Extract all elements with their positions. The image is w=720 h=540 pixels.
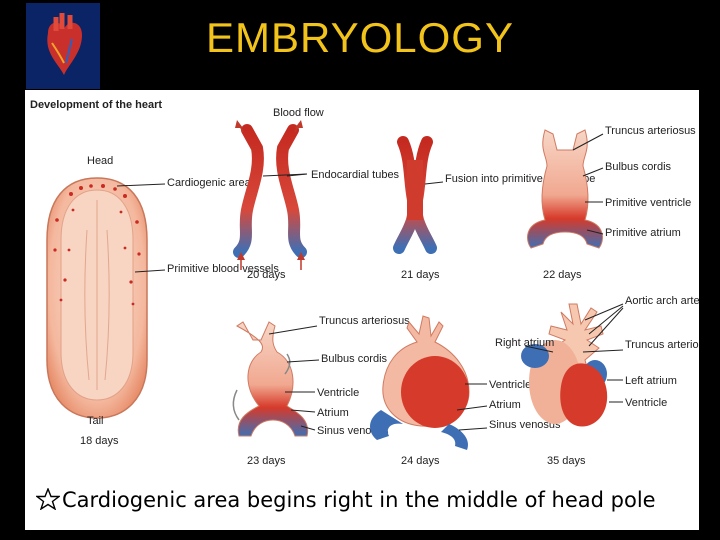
day-24-label: 24 days [401,455,440,467]
left-atrium-label: Left atrium [625,375,677,387]
day-18-label: 18 days [80,435,119,447]
day-22-heart-shape [527,129,603,249]
day-35-heart-shape [521,303,608,427]
figure-heading: Development of the heart [30,99,162,111]
endocardial-tubes-shape [233,120,307,270]
ventricle-label-23: Ventricle [317,387,359,399]
truncus-label-23: Truncus arteriosus [319,315,410,327]
day-23-heart-shape [232,321,309,437]
bulbus-label-22: Bulbus cordis [605,161,672,173]
endocardial-tubes-label: Endocardial tubes [311,169,400,181]
day-23-label: 23 days [247,455,286,467]
heart-development-figure: Development of the heart Head Cardiogeni… [25,90,718,530]
atrium-label-23: Atrium [317,407,349,419]
star-icon [34,487,62,512]
primitive-ventricle-label: Primitive ventricle [605,197,691,209]
tail-label: Tail [87,415,104,427]
day-21-label: 21 days [401,269,440,281]
head-label: Head [87,155,113,167]
cardiogenic-area-label: Cardiogenic area [167,177,252,189]
day-20-label: 20 days [247,269,286,281]
primitive-atrium-label: Primitive atrium [605,227,681,239]
heart-icon [26,3,100,89]
truncus-label-22: Truncus arteriosus [605,125,696,137]
ventricle-label-35: Ventricle [625,397,667,409]
primitive-blood-vessels-label: Primitive blood vessels [167,263,279,275]
sinus-venosus-label-24: Sinus venosus [489,419,561,431]
aortic-arch-label: Aortic arch arteries [625,295,699,307]
fused-heart-tube-shape [393,136,437,254]
atrium-label-24: Atrium [489,399,521,411]
bulbus-label-23: Bulbus cordis [321,353,388,365]
caption-text: Cardiogenic area begins right in the mid… [62,488,656,512]
truncus-label-35: Truncus arteriosus [625,339,699,351]
day-35-label: 35 days [547,455,586,467]
footer-caption: Cardiogenic area begins right in the mid… [34,487,696,522]
right-atrium-label: Right atrium [495,337,554,349]
day-24-heart-shape [370,315,470,450]
blood-flow-label: Blood flow [273,107,324,119]
embryo-disc [46,177,148,419]
slide-title: EMBRYOLOGY [206,14,514,61]
ventricle-label-24: Ventricle [489,379,531,391]
day-22-label: 22 days [543,269,582,281]
